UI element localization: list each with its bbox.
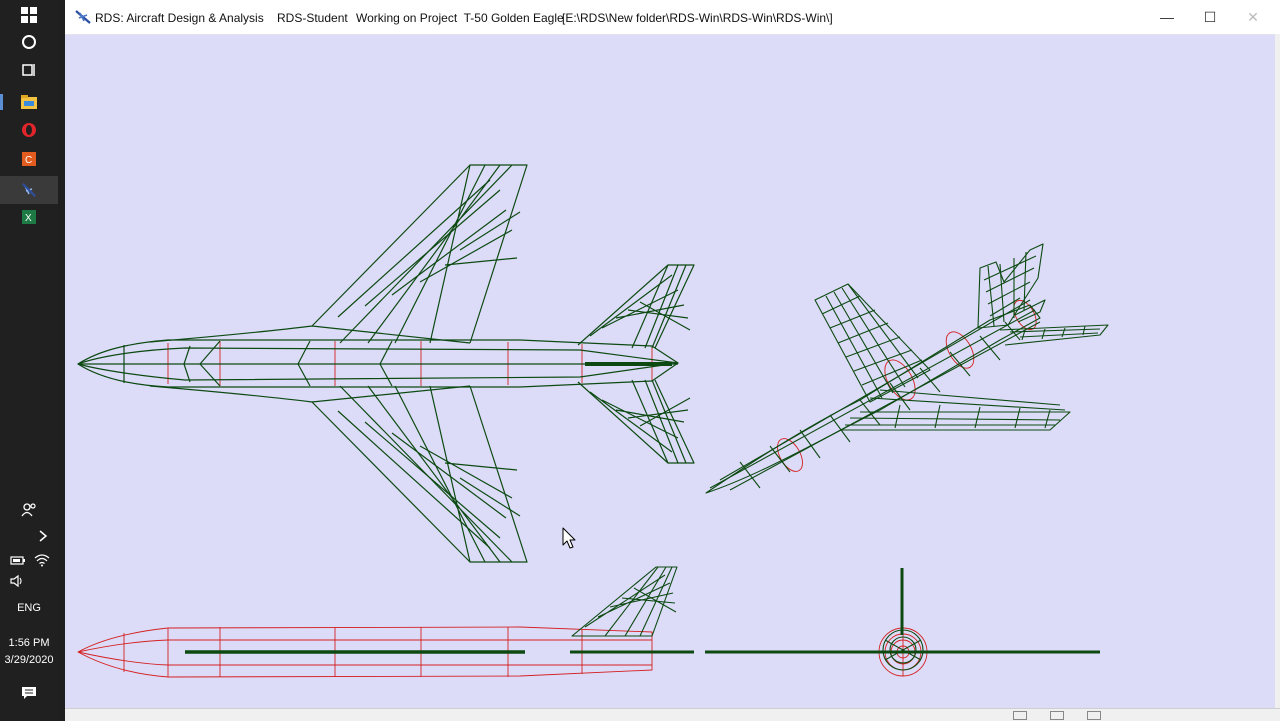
view-icon[interactable] — [1087, 711, 1101, 720]
battery-icon[interactable] — [6, 548, 30, 572]
rds-app-icon[interactable] — [14, 178, 44, 202]
action-center-icon[interactable] — [14, 681, 44, 705]
close-button[interactable]: ✕ — [1247, 8, 1259, 25]
project-path: [E:\RDS\New folder\RDS-Win\RDS-Win\RDS-W… — [562, 11, 833, 25]
clock-time[interactable]: 1:56 PM — [8, 637, 50, 649]
edition-label: RDS-Student — [277, 11, 348, 25]
language-indicator[interactable]: ENG — [17, 602, 41, 614]
orange-app-icon[interactable]: C — [14, 147, 44, 171]
rds-app-icon — [75, 10, 91, 27]
vertical-scrollbar[interactable] — [1275, 34, 1280, 710]
mouse-cursor-icon — [562, 527, 576, 549]
task-view-icon[interactable] — [14, 58, 44, 82]
isometric-view — [705, 243, 1109, 494]
top-view — [77, 164, 695, 563]
layout-icon[interactable] — [1050, 711, 1064, 720]
front-view — [705, 568, 1100, 677]
svg-text:X: X — [25, 213, 32, 224]
title-bar[interactable]: RDS: Aircraft Design & Analysis RDS-Stud… — [65, 0, 1280, 35]
people-icon[interactable] — [14, 498, 44, 522]
cortana-icon[interactable] — [14, 30, 44, 54]
chevron-right-icon[interactable] — [28, 524, 58, 548]
project-label: Working on Project T-50 Golden Eagle — [356, 11, 564, 25]
svg-text:C: C — [25, 155, 32, 166]
rds-window: RDS: Aircraft Design & Analysis RDS-Stud… — [65, 0, 1280, 721]
volume-icon[interactable] — [6, 569, 30, 593]
opera-icon[interactable] — [14, 118, 44, 142]
grid-icon[interactable] — [1013, 711, 1027, 720]
app-title: RDS: Aircraft Design & Analysis — [95, 11, 264, 25]
wifi-icon[interactable] — [30, 548, 54, 572]
file-explorer-icon[interactable] — [14, 90, 44, 114]
drawing-canvas[interactable] — [65, 34, 1275, 710]
status-bar — [65, 708, 1280, 721]
minimize-button[interactable]: — — [1160, 9, 1174, 25]
excel-icon[interactable]: X — [14, 205, 44, 229]
windows-start-icon[interactable] — [14, 3, 44, 27]
maximize-button[interactable]: ☐ — [1203, 8, 1217, 25]
taskbar: C X ENG 1:56 PM 3/29/2020 — [0, 0, 58, 720]
clock-date[interactable]: 3/29/2020 — [4, 654, 54, 666]
side-view — [77, 566, 694, 678]
